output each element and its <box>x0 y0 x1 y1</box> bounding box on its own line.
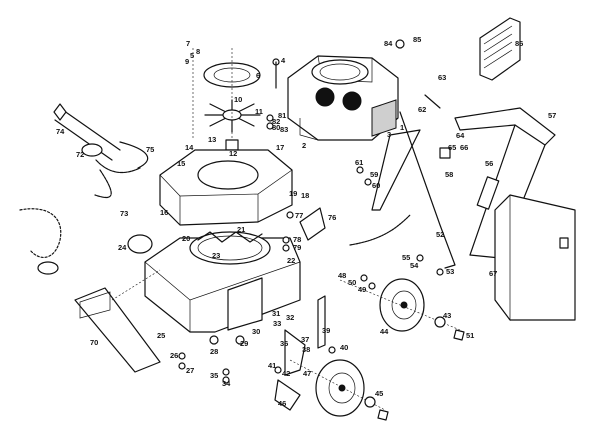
label-85: 85 <box>413 35 421 44</box>
label-48: 48 <box>338 271 346 280</box>
deflector-bracket <box>282 207 326 252</box>
label-21: 21 <box>237 225 245 234</box>
label-59: 59 <box>370 170 378 179</box>
label-41: 41 <box>268 361 276 370</box>
label-35: 35 <box>210 371 218 380</box>
label-24: 24 <box>118 243 127 252</box>
label-80: 80 <box>272 123 280 132</box>
part-labels: 1 2 3 4 5 6 7 8 9 10 11 12 13 14 15 16 1… <box>56 35 556 408</box>
label-10: 10 <box>234 95 242 104</box>
label-57: 57 <box>548 111 556 120</box>
label-52: 52 <box>436 230 444 239</box>
label-15: 15 <box>177 159 185 168</box>
label-34: 34 <box>222 379 231 388</box>
label-2: 2 <box>302 141 306 150</box>
label-66: 66 <box>460 143 468 152</box>
label-11: 11 <box>255 107 263 116</box>
label-65: 65 <box>448 143 456 152</box>
label-56: 56 <box>485 159 493 168</box>
label-42: 42 <box>282 369 290 378</box>
label-27: 27 <box>186 366 194 375</box>
label-58: 58 <box>445 170 453 179</box>
label-5: 5 <box>190 51 194 60</box>
label-19: 19 <box>289 189 297 198</box>
label-70: 70 <box>90 338 98 347</box>
grille-cover <box>479 17 521 81</box>
label-75: 75 <box>146 145 154 154</box>
label-39: 39 <box>322 326 330 335</box>
label-67: 67 <box>489 269 497 278</box>
label-7: 7 <box>186 39 190 48</box>
label-17: 17 <box>276 143 284 152</box>
label-79: 79 <box>293 243 301 252</box>
label-14: 14 <box>185 143 194 152</box>
label-12: 12 <box>229 149 237 158</box>
label-81: 81 <box>278 111 286 120</box>
label-54: 54 <box>410 261 419 270</box>
label-62: 62 <box>418 105 426 114</box>
label-33: 33 <box>273 319 281 328</box>
label-44: 44 <box>380 327 389 336</box>
fan-cover <box>159 149 293 226</box>
label-43: 43 <box>443 311 451 320</box>
label-46: 46 <box>278 399 286 408</box>
label-23: 23 <box>212 251 220 260</box>
wheel-rear <box>339 278 465 341</box>
label-72-top: 72 <box>76 150 84 159</box>
label-50: 50 <box>348 278 356 287</box>
collection-bag <box>494 194 576 322</box>
label-13: 13 <box>208 135 216 144</box>
label-40: 40 <box>340 343 348 352</box>
label-16: 16 <box>160 208 168 217</box>
label-20: 20 <box>182 234 190 243</box>
label-84: 84 <box>384 39 393 48</box>
height-adjuster <box>274 295 336 411</box>
label-83: 83 <box>280 125 288 134</box>
label-73-top: 73 <box>120 209 128 218</box>
label-1: 1 <box>400 123 404 132</box>
label-61: 61 <box>355 158 363 167</box>
label-38: 38 <box>302 345 310 354</box>
label-78: 78 <box>293 235 301 244</box>
label-22: 22 <box>287 256 295 265</box>
blower-housing <box>144 231 301 333</box>
label-45: 45 <box>375 389 383 398</box>
label-28: 28 <box>210 347 218 356</box>
label-3: 3 <box>387 130 391 139</box>
engine <box>287 55 399 141</box>
label-4: 4 <box>281 56 286 65</box>
label-25: 25 <box>157 331 165 340</box>
label-74: 74 <box>56 127 65 136</box>
label-64: 64 <box>456 131 465 140</box>
label-53: 53 <box>446 267 454 276</box>
label-26: 26 <box>170 351 178 360</box>
label-76: 76 <box>328 213 336 222</box>
label-32: 32 <box>286 313 294 322</box>
suction-hose <box>19 103 149 275</box>
label-51: 51 <box>466 331 474 340</box>
label-86: 86 <box>515 39 523 48</box>
label-36: 36 <box>280 339 288 348</box>
label-18: 18 <box>301 191 309 200</box>
label-63: 63 <box>438 73 446 82</box>
wheel-front <box>289 359 389 421</box>
label-29: 29 <box>240 339 248 348</box>
label-9: 9 <box>185 57 189 66</box>
label-47: 47 <box>303 369 311 378</box>
label-6: 6 <box>256 71 260 80</box>
label-60: 60 <box>372 181 380 190</box>
plug <box>127 234 153 254</box>
label-55: 55 <box>402 253 410 262</box>
hardware <box>178 39 444 384</box>
intake-duct <box>74 269 161 373</box>
label-49: 49 <box>358 285 366 294</box>
label-82: 82 <box>272 117 280 126</box>
label-8: 8 <box>196 47 200 56</box>
label-77: 77 <box>295 211 303 220</box>
label-30: 30 <box>252 327 260 336</box>
label-31: 31 <box>272 309 280 318</box>
label-37: 37 <box>301 335 309 344</box>
